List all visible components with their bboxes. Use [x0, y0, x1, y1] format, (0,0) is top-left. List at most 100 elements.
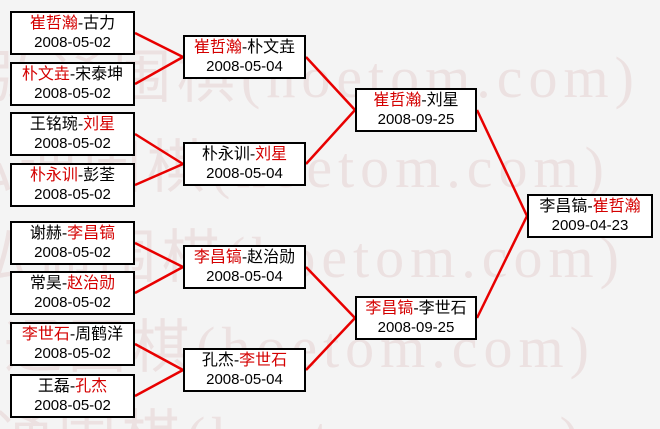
match-date: 2008-05-02	[34, 85, 111, 102]
match-players: 常昊-赵治勋	[30, 274, 115, 293]
match-box: 朴永训-刘星 2008-05-04	[183, 142, 306, 186]
player-name: 常昊	[29, 275, 62, 292]
match-date: 2008-09-25	[377, 319, 455, 336]
player-name: 李世石	[418, 300, 467, 317]
match-date: 2008-05-02	[34, 294, 111, 311]
connector-line	[134, 31, 184, 59]
player-name: 朴文垚	[247, 39, 296, 56]
vs-separator: -	[77, 15, 84, 32]
match-box: 谢赫-李昌镐 2008-05-02	[10, 221, 135, 265]
connector-line	[134, 265, 184, 295]
player-name: 刘星	[255, 146, 288, 163]
vs-separator: -	[249, 146, 256, 163]
match-players: 孔杰-李世石	[202, 351, 287, 370]
match-players: 李昌镐-李世石	[365, 299, 466, 318]
match-date: 2008-05-02	[34, 186, 111, 203]
vs-separator: -	[69, 326, 76, 343]
vs-separator: -	[241, 249, 248, 266]
connector-line	[134, 132, 184, 166]
match-date: 2008-05-04	[206, 58, 283, 75]
player-name: 李昌镐	[365, 300, 414, 317]
match-players: 李世石-周鹤洋	[22, 325, 123, 344]
vs-separator: -	[61, 225, 68, 242]
vs-separator: -	[241, 39, 248, 56]
match-players: 崔哲瀚-朴文垚	[194, 38, 295, 57]
player-name: 崔哲瀚	[193, 39, 242, 56]
player-name: 王磊	[37, 378, 70, 395]
match-date: 2009-04-23	[551, 217, 629, 234]
match-players: 朴永训-彭荃	[30, 166, 115, 185]
vs-separator: -	[587, 198, 593, 215]
player-name: 赵治勋	[247, 249, 296, 266]
player-name: 崔哲瀚	[373, 92, 422, 109]
match-players: 李昌镐-赵治勋	[194, 248, 295, 267]
player-name: 李世石	[239, 352, 288, 369]
player-name: 谢赫	[29, 225, 62, 242]
match-date: 2008-05-04	[206, 371, 283, 388]
connector-line	[134, 241, 184, 269]
connector-line	[305, 317, 356, 371]
match-box: 王铭琬-刘星 2008-05-02	[10, 112, 135, 156]
player-name: 孔杰	[201, 352, 234, 369]
player-name: 朴永训	[29, 167, 78, 184]
vs-separator: -	[69, 378, 76, 395]
player-name: 周鹤洋	[75, 326, 124, 343]
match-box: 李世石-周鹤洋 2008-05-02	[10, 322, 135, 366]
connector-line	[305, 266, 356, 319]
vs-separator: -	[77, 116, 84, 133]
match-date: 2008-05-02	[34, 34, 111, 51]
connector-line	[134, 162, 184, 187]
match-box: 常昊-赵治勋 2008-05-02	[10, 271, 135, 315]
player-name: 李昌镐	[193, 249, 242, 266]
player-name: 李昌镐	[67, 225, 116, 242]
match-players: 李昌镐-崔哲瀚	[539, 197, 640, 216]
match-date: 2008-05-02	[34, 135, 111, 152]
player-name: 孔杰	[75, 378, 108, 395]
match-players: 崔哲瀚-古力	[30, 14, 115, 33]
connector-line	[475, 215, 529, 319]
match-box: 孔杰-李世石 2008-05-04	[183, 348, 306, 392]
match-box: 崔哲瀚-刘星 2008-09-25	[355, 88, 477, 132]
player-name: 朴文垚	[21, 66, 70, 83]
vs-separator: -	[413, 300, 419, 317]
match-box: 李昌镐-李世石 2008-09-25	[355, 296, 477, 340]
match-players: 朴永训-刘星	[202, 145, 287, 164]
player-name: 朴永训	[201, 146, 250, 163]
player-name: 刘星	[426, 92, 459, 109]
match-box: 崔哲瀚-古力 2008-05-02	[10, 11, 135, 55]
player-name: 宋泰坤	[75, 66, 124, 83]
connector-line	[305, 56, 356, 111]
player-name: 刘星	[83, 116, 116, 133]
vs-separator: -	[69, 66, 76, 83]
connector-line	[134, 342, 184, 372]
vs-separator: -	[421, 92, 427, 109]
match-players: 王磊-孔杰	[38, 377, 107, 396]
player-name: 王铭琬	[29, 116, 78, 133]
match-date: 2008-09-25	[377, 111, 455, 128]
vs-separator: -	[233, 352, 240, 369]
match-players: 谢赫-李昌镐	[30, 224, 115, 243]
player-name: 崔哲瀚	[592, 198, 641, 215]
match-box: 崔哲瀚-朴文垚 2008-05-04	[183, 35, 306, 79]
match-date: 2008-05-04	[206, 165, 283, 182]
player-name: 李世石	[21, 326, 70, 343]
player-name: 古力	[83, 15, 116, 32]
match-box: 王磊-孔杰 2008-05-02	[10, 374, 135, 418]
connector-line	[134, 55, 184, 86]
connector-line	[134, 368, 184, 398]
match-players: 朴文垚-宋泰坤	[22, 65, 123, 84]
vs-separator: -	[77, 167, 84, 184]
player-name: 崔哲瀚	[29, 15, 78, 32]
match-players: 崔哲瀚-刘星	[373, 91, 458, 110]
match-box: 朴永训-彭荃 2008-05-02	[10, 163, 135, 207]
match-date: 2008-05-04	[206, 268, 283, 285]
match-box: 朴文垚-宋泰坤 2008-05-02	[10, 62, 135, 106]
connector-line	[305, 109, 356, 165]
match-box: 李昌镐-崔哲瀚 2009-04-23	[527, 194, 653, 238]
match-box: 李昌镐-赵治勋 2008-05-04	[183, 245, 306, 289]
match-date: 2008-05-02	[34, 244, 111, 261]
player-name: 彭荃	[83, 167, 116, 184]
match-date: 2008-05-02	[34, 345, 111, 362]
